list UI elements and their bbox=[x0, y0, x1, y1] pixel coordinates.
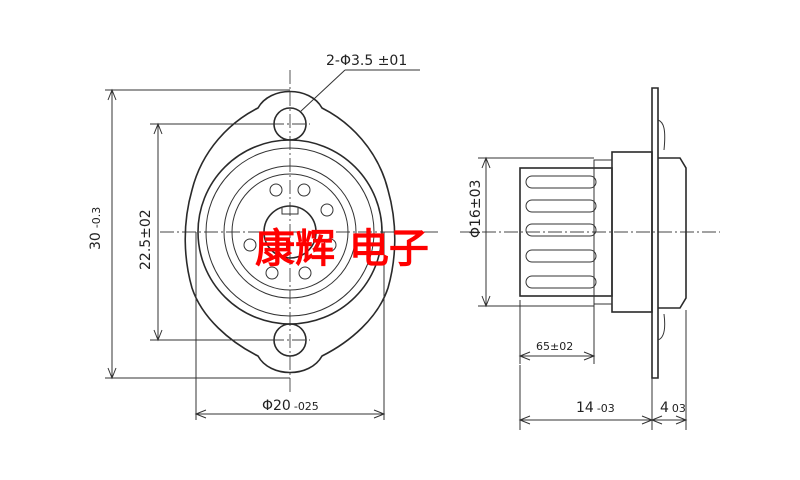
side-pin bbox=[525, 199, 597, 213]
base-dimension-label: Φ20-025 bbox=[262, 398, 319, 414]
height-value: 30 bbox=[88, 232, 104, 250]
height-arrows bbox=[107, 88, 117, 380]
depth-dimension-label: 14-03 bbox=[576, 400, 615, 416]
socket-cap bbox=[658, 157, 687, 309]
bodydia-arrows bbox=[481, 156, 491, 308]
base-tolerance: -025 bbox=[294, 400, 319, 413]
pin-contact bbox=[265, 266, 279, 280]
pin-circle-inner bbox=[231, 173, 349, 291]
pin-contact bbox=[269, 183, 283, 197]
depth-value: 14 bbox=[576, 400, 594, 416]
housing-shoulder bbox=[593, 159, 613, 305]
depth-tolerance: -03 bbox=[597, 402, 615, 415]
height-dimension-label: 30 -0.3 bbox=[88, 207, 104, 250]
flange-tolerance: 03 bbox=[672, 402, 686, 415]
hole-dimension-label: 2-Φ3.5 ±01 bbox=[326, 53, 407, 69]
side-pin bbox=[525, 223, 597, 237]
pinlen-dimension-label: 65±02 bbox=[536, 340, 573, 353]
pin-contact bbox=[297, 183, 311, 197]
center-hole bbox=[263, 205, 317, 259]
flange-value: 4 bbox=[660, 400, 669, 416]
base-arrows bbox=[194, 409, 386, 419]
company-watermark: 康辉 电子 bbox=[255, 225, 429, 272]
flange-bend bbox=[657, 119, 666, 341]
pin-contact bbox=[320, 203, 334, 217]
spacing-arrows bbox=[153, 122, 163, 342]
depth-arrows bbox=[518, 415, 688, 425]
front-view: 2-Φ3.5 ±01 30 -0.3 22.5±02 Φ20-025 bbox=[88, 53, 440, 420]
pin-contact bbox=[243, 238, 257, 252]
side-pin bbox=[525, 275, 597, 289]
flange-plate bbox=[651, 87, 659, 379]
height-tolerance: -0.3 bbox=[90, 207, 103, 228]
side-pin bbox=[525, 175, 597, 189]
flange-outline bbox=[184, 90, 396, 374]
hole-leader bbox=[299, 69, 346, 113]
key-notch bbox=[281, 207, 299, 215]
side-pin bbox=[525, 249, 597, 263]
spacing-dimension-label: 22.5±02 bbox=[138, 209, 154, 270]
body-inner-ring bbox=[205, 147, 375, 317]
pin-circle-outer bbox=[223, 165, 357, 299]
side-pins bbox=[525, 175, 597, 289]
bodydia-dimension-label: Φ16±03 bbox=[468, 180, 484, 238]
base-value: Φ20 bbox=[262, 398, 291, 414]
pin-contacts bbox=[243, 183, 337, 280]
pin-contact bbox=[323, 238, 337, 252]
pin-contact bbox=[298, 266, 312, 280]
pinlen-arrows bbox=[518, 351, 596, 361]
